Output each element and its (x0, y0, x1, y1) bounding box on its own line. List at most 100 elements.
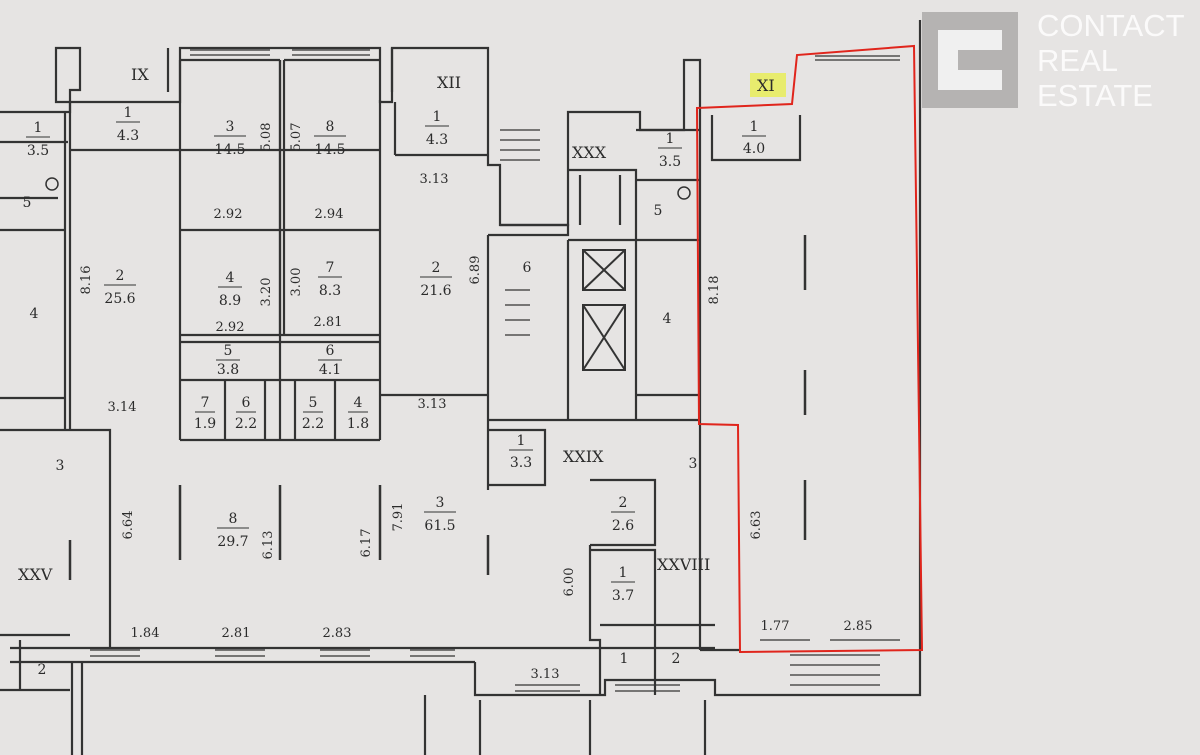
room-labels: 13.5 14.3 314.5 814.5 14.3 13.5 14.0 225… (26, 105, 766, 604)
room-label: 78.3 (318, 260, 342, 299)
svg-text:4: 4 (226, 270, 235, 286)
section-xxix: XXIX (563, 447, 604, 466)
dimension: 2.83 (323, 626, 352, 641)
section-xxx: XXX (572, 143, 607, 162)
svg-text:4.0: 4.0 (743, 141, 765, 157)
room-label: 64.1 (318, 343, 342, 378)
svg-text:4.3: 4.3 (117, 128, 139, 144)
room-label: 62.2 (235, 395, 257, 432)
svg-text:2.6: 2.6 (612, 518, 634, 534)
svg-text:1.9: 1.9 (194, 416, 216, 432)
room-label: 48.9 (218, 270, 242, 309)
dimension: 2.81 (222, 626, 251, 641)
brand-logo: CONTACT REAL ESTATE (922, 8, 1185, 113)
dimension: 2.92 (216, 320, 245, 335)
svg-text:21.6: 21.6 (420, 283, 451, 299)
partition-marks (68, 235, 807, 580)
dimension: 2.85 (844, 619, 873, 634)
dimension: 3.20 (259, 278, 274, 307)
svg-text:2: 2 (432, 260, 441, 276)
svg-text:3: 3 (436, 495, 445, 511)
walls (0, 20, 922, 755)
room-label: 814.5 (314, 119, 346, 158)
room-number: 5 (654, 203, 663, 219)
svg-text:1: 1 (750, 119, 759, 135)
svg-text:3.5: 3.5 (27, 143, 49, 159)
dimension: 5.08 (259, 123, 274, 152)
svg-text:3.8: 3.8 (217, 362, 239, 378)
svg-text:4.3: 4.3 (426, 132, 448, 148)
svg-text:6: 6 (242, 395, 251, 411)
dimension: 2.94 (315, 207, 344, 222)
logo-mark-icon (922, 12, 1018, 108)
section-ix: IX (131, 65, 149, 84)
svg-text:29.7: 29.7 (217, 534, 248, 550)
svg-text:14.5: 14.5 (314, 142, 345, 158)
dimension: 6.64 (121, 511, 136, 540)
room-label: 71.9 (194, 395, 216, 432)
svg-text:5: 5 (309, 395, 318, 411)
svg-text:4: 4 (354, 395, 363, 411)
room-number: 3 (689, 456, 698, 472)
room-label: 41.8 (347, 395, 369, 432)
dimension: 8.16 (79, 266, 94, 295)
svg-text:3: 3 (226, 119, 235, 135)
svg-text:1: 1 (517, 433, 526, 449)
dimension: 6.63 (749, 511, 764, 540)
room-label: 225.6 (104, 268, 136, 307)
svg-text:2: 2 (619, 495, 628, 511)
svg-text:8.3: 8.3 (319, 283, 341, 299)
dimension: 3.14 (108, 400, 137, 415)
room-numbers: 5 4 6 4 5 3 3 2 1 2 (23, 195, 698, 678)
dimension: 7.91 (391, 503, 406, 532)
dimension: 3.13 (420, 172, 449, 187)
dimension: 6.13 (261, 531, 276, 560)
svg-text:8.9: 8.9 (219, 293, 241, 309)
section-xxv: XXV (18, 565, 53, 584)
svg-text:2.2: 2.2 (235, 416, 257, 432)
logo-line-2: REAL (1037, 43, 1118, 78)
svg-text:3.7: 3.7 (612, 588, 634, 604)
section-tag-highlight (750, 73, 786, 97)
svg-text:1.8: 1.8 (347, 416, 369, 432)
dimension: 3.13 (418, 397, 447, 412)
dimension: 2.92 (214, 207, 243, 222)
svg-text:8: 8 (229, 511, 238, 527)
svg-text:7: 7 (201, 395, 210, 411)
svg-text:5: 5 (224, 343, 233, 359)
room-number: 6 (523, 260, 532, 276)
svg-text:1: 1 (433, 109, 442, 125)
utility-shafts (45, 177, 691, 200)
dimension: 3.00 (289, 268, 304, 297)
dimension: 8.18 (707, 276, 722, 305)
room-number: 5 (23, 195, 32, 211)
section-labels: IX XII XI XXX XXIX XXVIII XXV (18, 65, 775, 584)
svg-text:25.6: 25.6 (104, 291, 135, 307)
section-xi: XI (757, 76, 775, 95)
svg-text:14.5: 14.5 (214, 142, 245, 158)
dimension: 1.77 (761, 619, 790, 634)
logo-line-3: ESTATE (1037, 78, 1153, 113)
room-label: 13.3 (509, 433, 533, 471)
dimension: 3.13 (531, 667, 560, 682)
dimension: 6.00 (562, 568, 577, 597)
room-label: 14.3 (116, 105, 140, 144)
elevator-shafts (582, 249, 626, 371)
room-number: 2 (38, 662, 47, 678)
room-number: 4 (30, 306, 39, 322)
dimension: 1.84 (131, 626, 160, 641)
svg-text:3.5: 3.5 (659, 154, 681, 170)
svg-text:1: 1 (666, 131, 675, 147)
room-label: 13.7 (611, 565, 635, 604)
svg-text:6: 6 (326, 343, 335, 359)
svg-text:8: 8 (326, 119, 335, 135)
room-label: 13.5 (26, 120, 50, 159)
room-label: 22.6 (611, 495, 635, 534)
room-number: 1 (620, 651, 629, 667)
room-number: 3 (56, 458, 65, 474)
room-label: 53.8 (216, 343, 240, 378)
room-number: 4 (663, 311, 672, 327)
